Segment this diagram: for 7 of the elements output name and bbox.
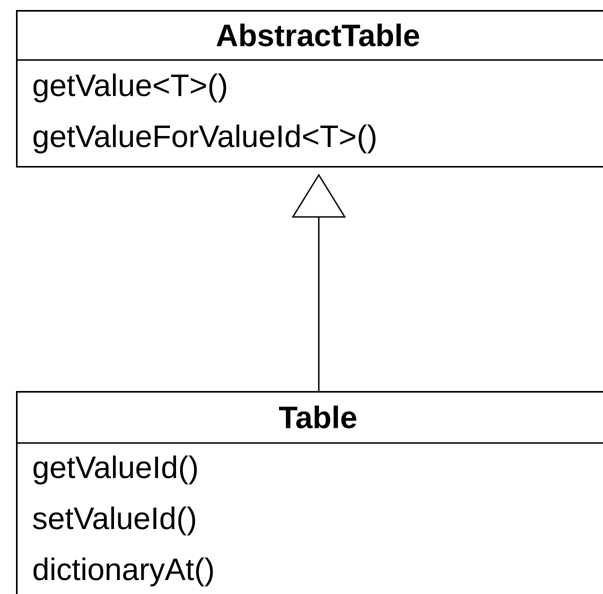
class-name: AbstractTable [216, 24, 420, 46]
method-name: getValueForValueId<T>() [34, 124, 376, 154]
method-name: getValueId() [34, 456, 197, 484]
method-name: dictionaryAt() [34, 558, 213, 586]
method-name: getValue<T>() [34, 74, 226, 102]
method-name: setValueId() [33, 506, 196, 536]
class-name: Table [279, 406, 356, 428]
